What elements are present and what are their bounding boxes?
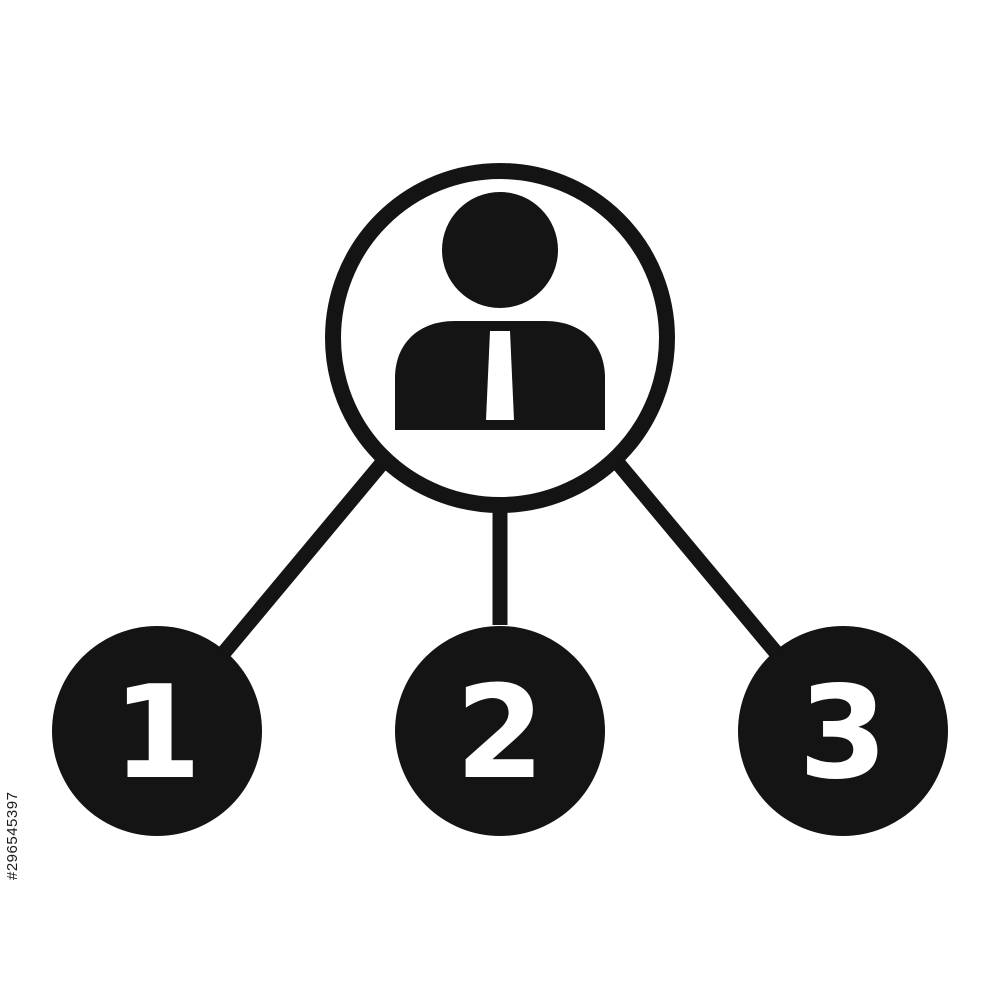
person-head <box>442 192 558 308</box>
child-node-2: 2 <box>395 626 605 836</box>
stock-id-label: #296545397 <box>4 791 21 880</box>
connector-line-1 <box>216 457 389 660</box>
child-node-3: 3 <box>738 626 948 836</box>
child-node-2-circle <box>395 626 605 836</box>
child-node-1-circle <box>52 626 262 836</box>
connector-line-3 <box>611 457 784 660</box>
center-node <box>325 163 675 513</box>
child-node-3-circle <box>738 626 948 836</box>
child-node-1-label: 1 <box>112 659 201 808</box>
child-node-3-label: 3 <box>798 659 887 808</box>
child-node-2-label: 2 <box>455 659 544 808</box>
businessman-icon <box>395 192 605 430</box>
child-node-1: 1 <box>52 626 262 836</box>
necktie-icon <box>486 331 514 420</box>
